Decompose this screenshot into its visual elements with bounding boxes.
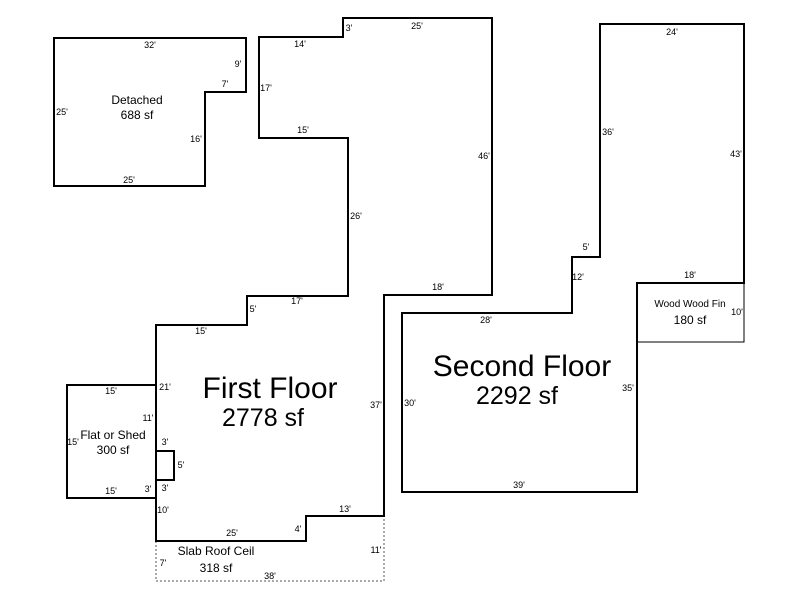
dim-first-notch-top: 3' — [162, 437, 169, 447]
dim-first-step: 3' — [346, 23, 353, 33]
dim-first-inner-right-lower: 37' — [370, 400, 382, 410]
dim-second-step-vertical: 12' — [572, 272, 584, 282]
slab-roof-outline — [155, 516, 385, 582]
flat-shed-label: Flat or Shed — [80, 428, 145, 442]
flat-shed-outline — [66, 384, 157, 499]
dim-detached-right-lower: 16' — [190, 134, 202, 144]
detached-outline — [53, 37, 247, 187]
dim-slab-bottom: 38' — [264, 571, 276, 581]
second-floor-outline — [401, 23, 745, 493]
dim-second-shelf: 18' — [684, 270, 696, 280]
dim-first-top: 25' — [411, 21, 423, 31]
dim-second-left: 30' — [404, 398, 416, 408]
second-floor-label: Second Floor — [433, 350, 611, 383]
dim-first-lower-shelf: 13' — [339, 504, 351, 514]
first-floor-outline — [155, 17, 493, 542]
dim-slab-right: 11' — [370, 545, 381, 555]
dim-first-right: 46' — [478, 151, 490, 161]
dim-detached-notch: 7' — [222, 79, 229, 89]
dim-second-bottom: 39' — [513, 480, 525, 490]
dim-second-step: 5' — [583, 242, 590, 252]
dim-first-left-wall: 21' — [159, 382, 171, 392]
second-floor-area: 2292 sf — [476, 382, 558, 410]
dim-second-upper-left: 28' — [480, 315, 492, 325]
dim-detached-right-upper: 9' — [235, 59, 242, 69]
slab-roof-area: 318 sf — [200, 561, 233, 575]
dim-first-left-mid: 11' — [142, 413, 153, 423]
wood-fin-label: Wood Wood Fin — [654, 299, 725, 310]
dim-first-inner-right: 26' — [350, 211, 362, 221]
flat-shed-area: 300 sf — [97, 443, 130, 457]
dim-shed-left: 15' — [67, 437, 79, 447]
dim-detached-left: 25' — [56, 107, 68, 117]
dim-first-notch-side: 5' — [178, 460, 185, 470]
first-floor-area: 2778 sf — [222, 404, 304, 432]
dim-second-right: 43' — [730, 149, 742, 159]
dim-first-shelf: 18' — [432, 282, 444, 292]
dim-shed-top: 15' — [105, 386, 117, 396]
dim-first-bottom-step: 4' — [295, 524, 302, 534]
dim-first-notch-bottom: 3' — [162, 483, 169, 493]
dim-second-inner-right: 35' — [622, 383, 634, 393]
dim-first-step-vertical: 5' — [250, 304, 257, 314]
dim-second-left-upper: 36' — [602, 127, 614, 137]
dim-first-upper-left: 15' — [195, 326, 207, 336]
slab-roof-label: Slab Roof Ceil — [178, 544, 255, 558]
dim-first-top-left: 14' — [294, 39, 306, 49]
dim-shed-bottom: 15' — [105, 486, 117, 496]
detached-area: 688 sf — [121, 108, 154, 122]
dim-first-upper-step: 17' — [291, 296, 303, 306]
wood-fin-area: 180 sf — [674, 313, 707, 327]
dim-second-top: 24' — [666, 27, 678, 37]
detached-label: Detached — [111, 93, 162, 107]
dim-shed-corner: 3' — [145, 484, 152, 494]
dim-first-left-upper: 17' — [260, 83, 272, 93]
dim-first-inner-top: 15' — [297, 125, 309, 135]
dim-first-left-lower: 10' — [157, 505, 169, 515]
first-floor-label: First Floor — [203, 372, 338, 405]
wood-fin-outline — [636, 282, 745, 343]
dim-slab-left: 7' — [160, 558, 167, 568]
dim-detached-top: 32' — [144, 40, 156, 50]
dim-detached-bottom: 25' — [123, 175, 135, 185]
dim-wood-fin-right: 10' — [731, 307, 743, 317]
dim-first-bottom: 25' — [226, 528, 238, 538]
